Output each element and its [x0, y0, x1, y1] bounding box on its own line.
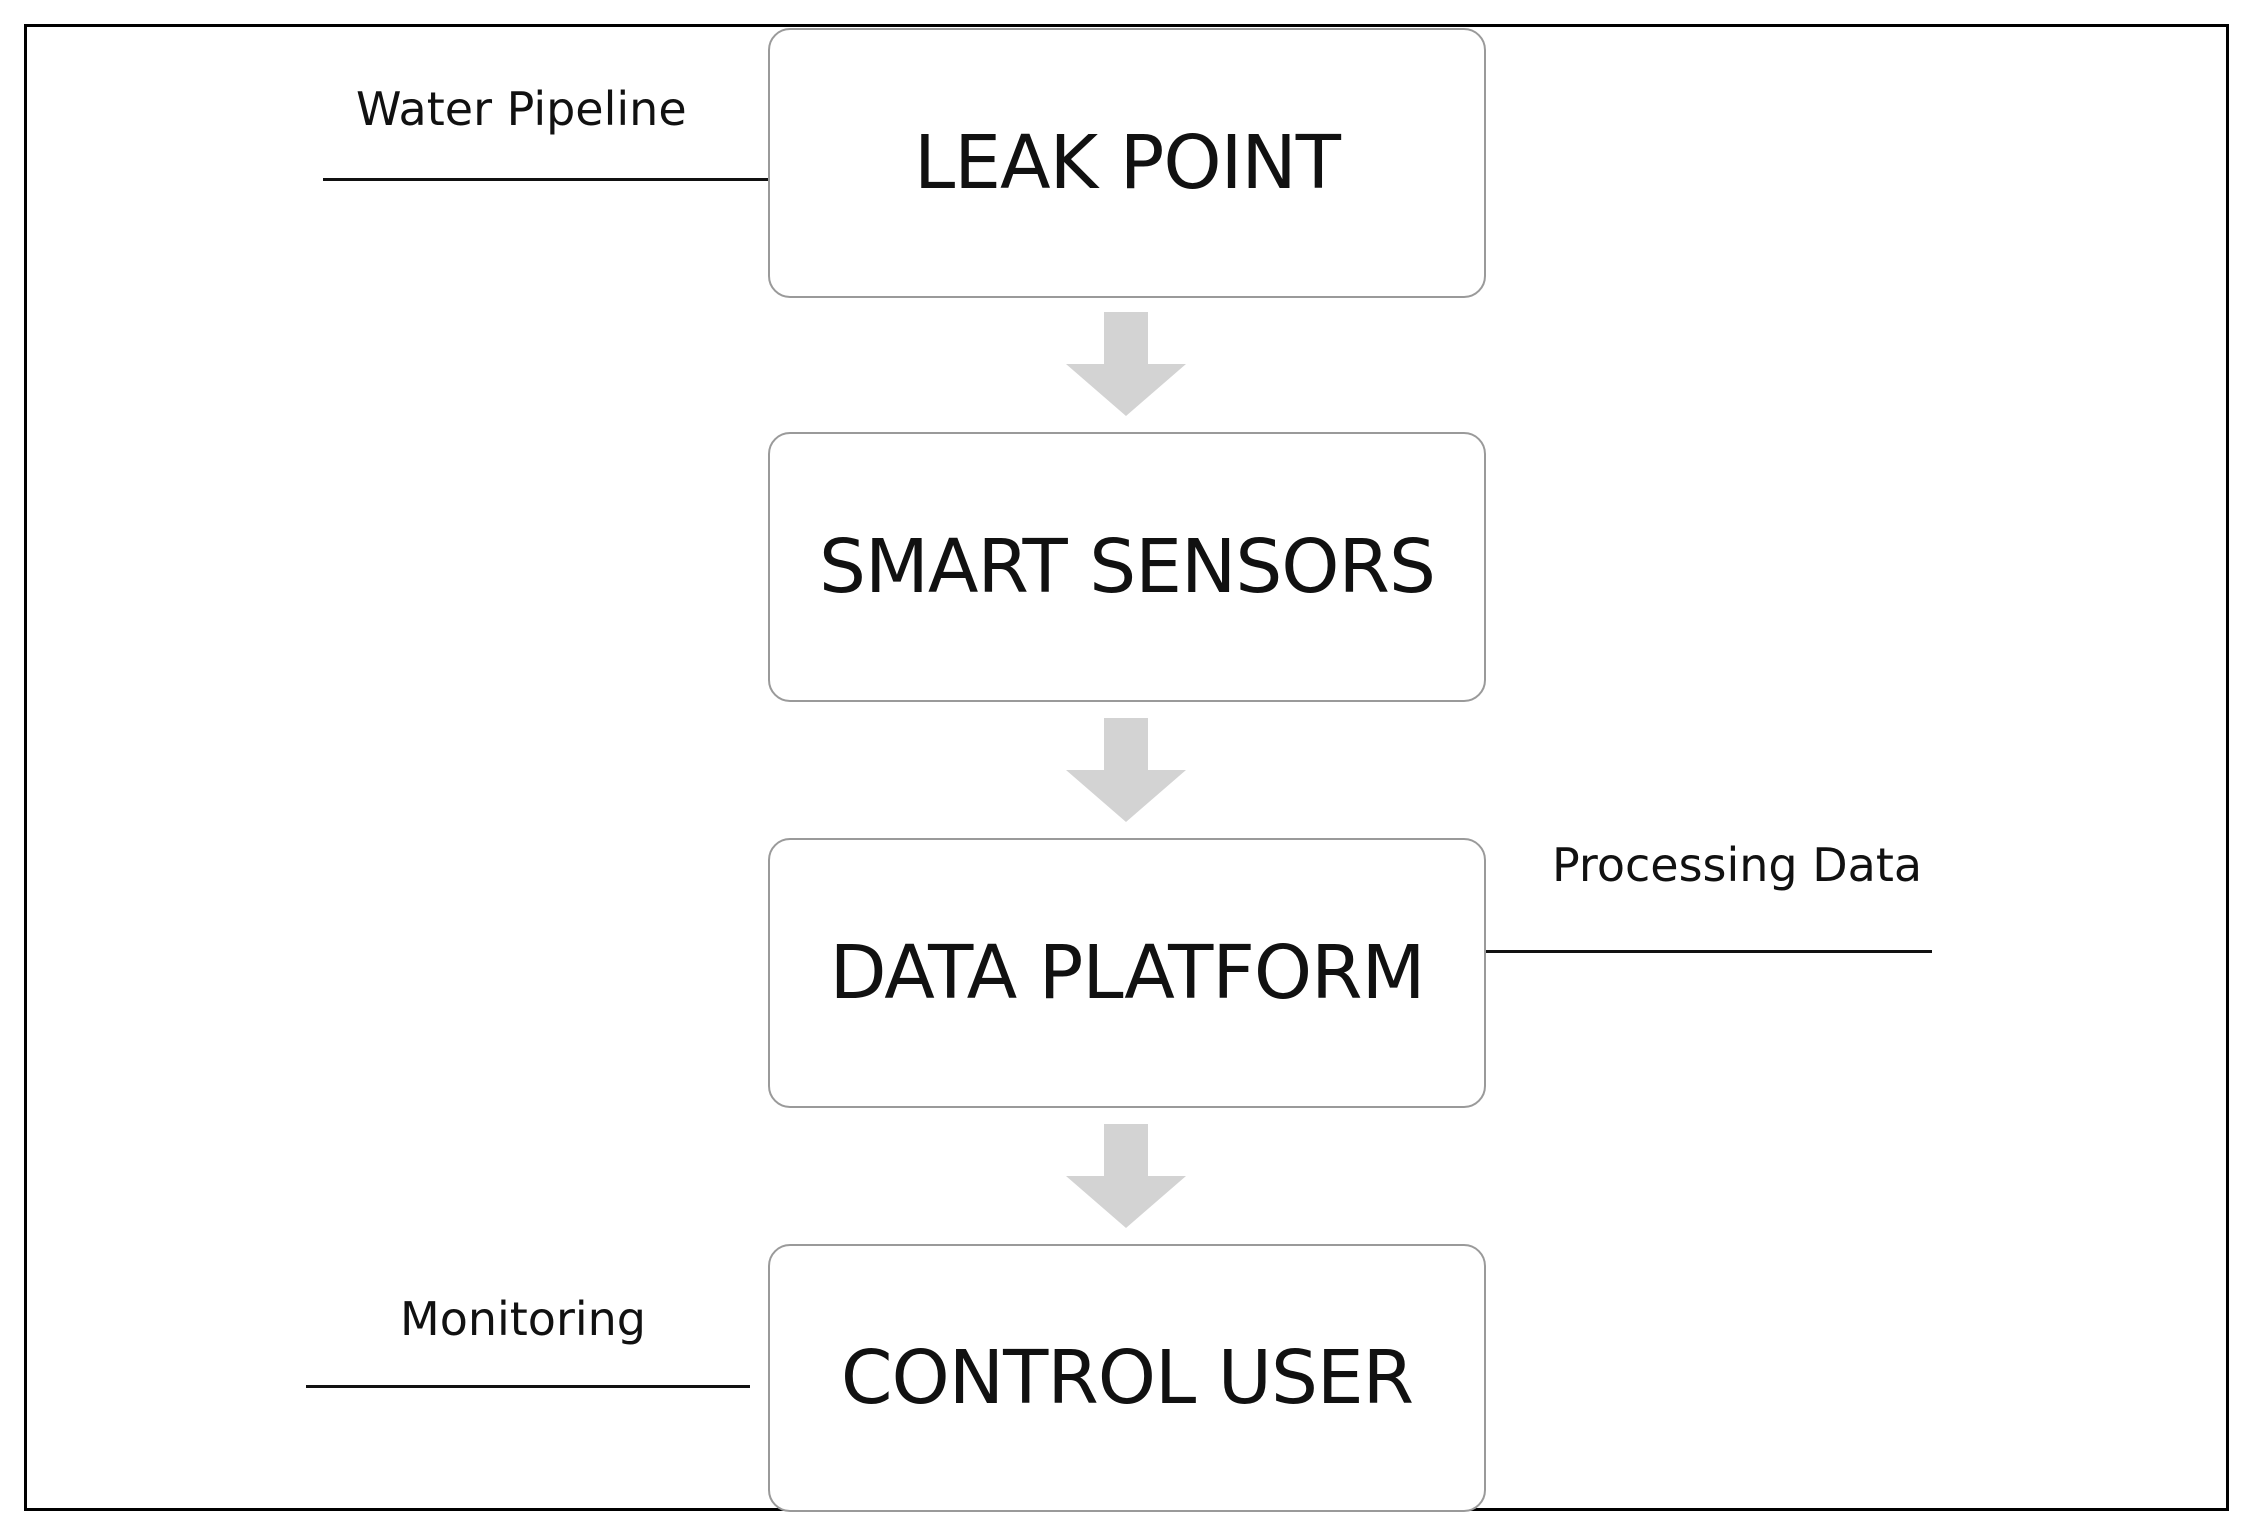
data-platform-label: DATA PLATFORM	[829, 930, 1426, 1016]
leak-point-box: LEAK POINT	[768, 28, 1486, 298]
monitoring-label: Monitoring	[400, 1292, 646, 1346]
data-platform-box: DATA PLATFORM	[768, 838, 1486, 1108]
smart-sensors-label: SMART SENSORS	[819, 524, 1436, 610]
leak-point-label: LEAK POINT	[914, 120, 1341, 206]
monitoring-connector	[306, 1385, 750, 1388]
down-arrow-icon	[1066, 1124, 1186, 1228]
down-arrow-icon	[1066, 312, 1186, 416]
down-arrow-icon	[1066, 718, 1186, 822]
smart-sensors-box: SMART SENSORS	[768, 432, 1486, 702]
processing-data-connector	[1486, 950, 1932, 953]
water-pipeline-label: Water Pipeline	[356, 82, 687, 136]
control-user-box: CONTROL USER	[768, 1244, 1486, 1512]
processing-data-label: Processing Data	[1552, 838, 1923, 892]
control-user-label: CONTROL USER	[840, 1335, 1414, 1421]
water-pipeline-connector	[323, 178, 768, 181]
